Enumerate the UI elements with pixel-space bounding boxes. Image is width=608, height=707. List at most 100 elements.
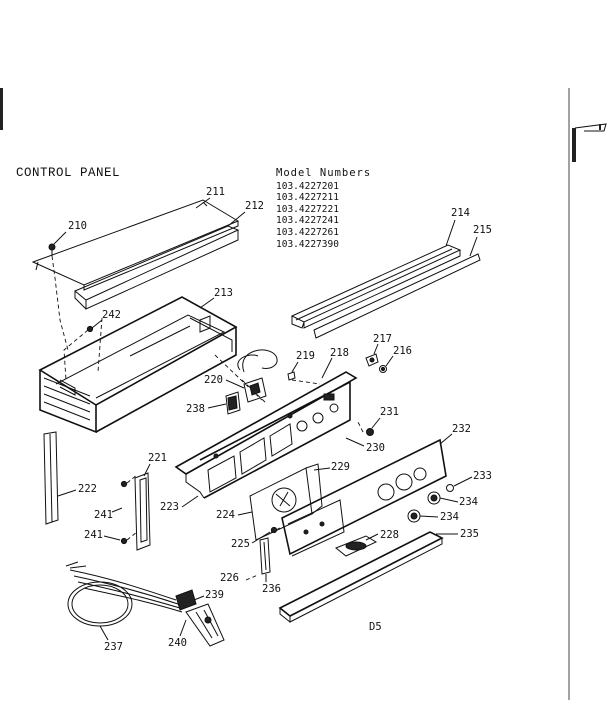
part-241-screws xyxy=(120,480,128,545)
callout-233: 233 xyxy=(453,470,492,487)
svg-text:232: 232 xyxy=(452,423,471,435)
model-number: 103.4227241 xyxy=(276,215,339,227)
svg-text:226: 226 xyxy=(220,572,239,584)
part-229-bezel xyxy=(305,463,323,515)
callout-213: 213 xyxy=(199,287,233,309)
callout-237: 237 xyxy=(99,625,123,653)
part-235-trim-strip xyxy=(278,531,444,623)
part-231-nut xyxy=(366,428,374,436)
part-212-trim-bar xyxy=(74,225,240,310)
part-222-side-trim xyxy=(43,431,59,525)
svg-text:231: 231 xyxy=(380,406,399,418)
svg-text:235: 235 xyxy=(460,528,479,540)
callout-212: 212 xyxy=(227,200,264,227)
part-219-clip xyxy=(287,371,296,381)
callout-226: 226 xyxy=(220,572,239,584)
part-237-wire-harness xyxy=(65,561,183,627)
model-number: 103.4227221 xyxy=(276,203,339,215)
part-228-selector xyxy=(335,535,378,557)
part-214-rail xyxy=(290,244,462,329)
model-number: 103.4227201 xyxy=(276,180,339,192)
callout-222: 222 xyxy=(57,483,97,497)
callout-235: 235 xyxy=(436,528,479,540)
callout-231: 231 xyxy=(371,406,399,429)
callout-242: 242 xyxy=(91,309,121,329)
callout-236: 236 xyxy=(262,574,281,595)
svg-text:210: 210 xyxy=(68,220,87,232)
callout-241b: 241 xyxy=(84,529,121,541)
svg-text:216: 216 xyxy=(393,345,412,357)
part-242-screw xyxy=(86,325,94,333)
callout-241a: 241 xyxy=(94,507,123,521)
part-220-clock-motor xyxy=(237,349,278,403)
svg-text:240: 240 xyxy=(168,637,187,649)
model-numbers-header: Model Numbers xyxy=(276,167,372,179)
model-number: 103.4227211 xyxy=(276,192,339,204)
part-221-bracket xyxy=(134,472,151,551)
part-218-panel-frame xyxy=(174,371,358,499)
callout-225: 225 xyxy=(231,531,271,550)
part-210-screw xyxy=(48,243,56,256)
part-215-strip xyxy=(313,253,481,339)
part-213-housing xyxy=(38,296,238,434)
part-233-knob-insert xyxy=(446,484,454,492)
callout-214: 214 xyxy=(445,207,470,247)
svg-text:223: 223 xyxy=(160,501,179,513)
callout-215: 215 xyxy=(469,224,492,257)
callout-232: 232 xyxy=(439,423,471,445)
part-211-top-cover xyxy=(31,199,240,291)
callout-224: 224 xyxy=(216,509,253,521)
callout-234a: 234 xyxy=(439,496,478,508)
part-239-terminal xyxy=(175,589,197,611)
svg-text:237: 237 xyxy=(104,641,123,653)
svg-text:212: 212 xyxy=(245,200,264,212)
svg-text:220: 220 xyxy=(204,374,223,386)
svg-text:211: 211 xyxy=(206,186,225,198)
part-238-timer xyxy=(225,391,241,415)
part-216-nut xyxy=(379,365,387,373)
part-224-clock-face xyxy=(249,467,313,541)
callout-220: 220 xyxy=(204,374,245,389)
callout-238: 238 xyxy=(186,403,227,415)
part-236-light-switch xyxy=(259,537,271,575)
scan-edge-marks xyxy=(0,88,607,700)
callout-240: 240 xyxy=(168,619,187,649)
callout-217: 217 xyxy=(373,333,392,355)
callout-210: 210 xyxy=(53,220,87,245)
callout-234b: 234 xyxy=(419,511,459,523)
svg-text:222: 222 xyxy=(78,483,97,495)
sheet-id: D5 xyxy=(369,621,382,633)
svg-text:218: 218 xyxy=(330,347,349,359)
svg-text:239: 239 xyxy=(205,589,224,601)
callout-228: 228 xyxy=(365,529,399,541)
diagram-title: CONTROL PANEL xyxy=(16,166,121,180)
part-217-switch xyxy=(365,353,379,367)
svg-text:238: 238 xyxy=(186,403,205,415)
part-240-connector xyxy=(185,603,225,647)
svg-text:215: 215 xyxy=(473,224,492,236)
svg-text:236: 236 xyxy=(262,583,281,595)
callout-219: 219 xyxy=(291,350,315,373)
callout-216: 216 xyxy=(385,345,412,367)
callout-230: 230 xyxy=(345,437,385,454)
svg-text:213: 213 xyxy=(214,287,233,299)
part-225-spacer xyxy=(270,526,278,534)
part-232-panel-face xyxy=(281,438,447,557)
svg-text:241: 241 xyxy=(94,509,113,521)
svg-text:214: 214 xyxy=(451,207,470,219)
svg-text:221: 221 xyxy=(148,452,167,464)
callout-229: 229 xyxy=(313,461,350,473)
callout-221: 221 xyxy=(143,452,167,477)
callout-211: 211 xyxy=(195,186,225,209)
callout-239: 239 xyxy=(193,589,224,601)
svg-text:233: 233 xyxy=(473,470,492,482)
model-numbers-block: Model Numbers 103.4227201 103.4227211 10… xyxy=(276,167,372,250)
svg-text:230: 230 xyxy=(366,442,385,454)
svg-text:217: 217 xyxy=(373,333,392,345)
svg-text:225: 225 xyxy=(231,538,250,550)
svg-text:228: 228 xyxy=(380,529,399,541)
model-number: 103.4227261 xyxy=(276,226,339,238)
callout-218: 218 xyxy=(321,347,349,379)
svg-text:224: 224 xyxy=(216,509,235,521)
